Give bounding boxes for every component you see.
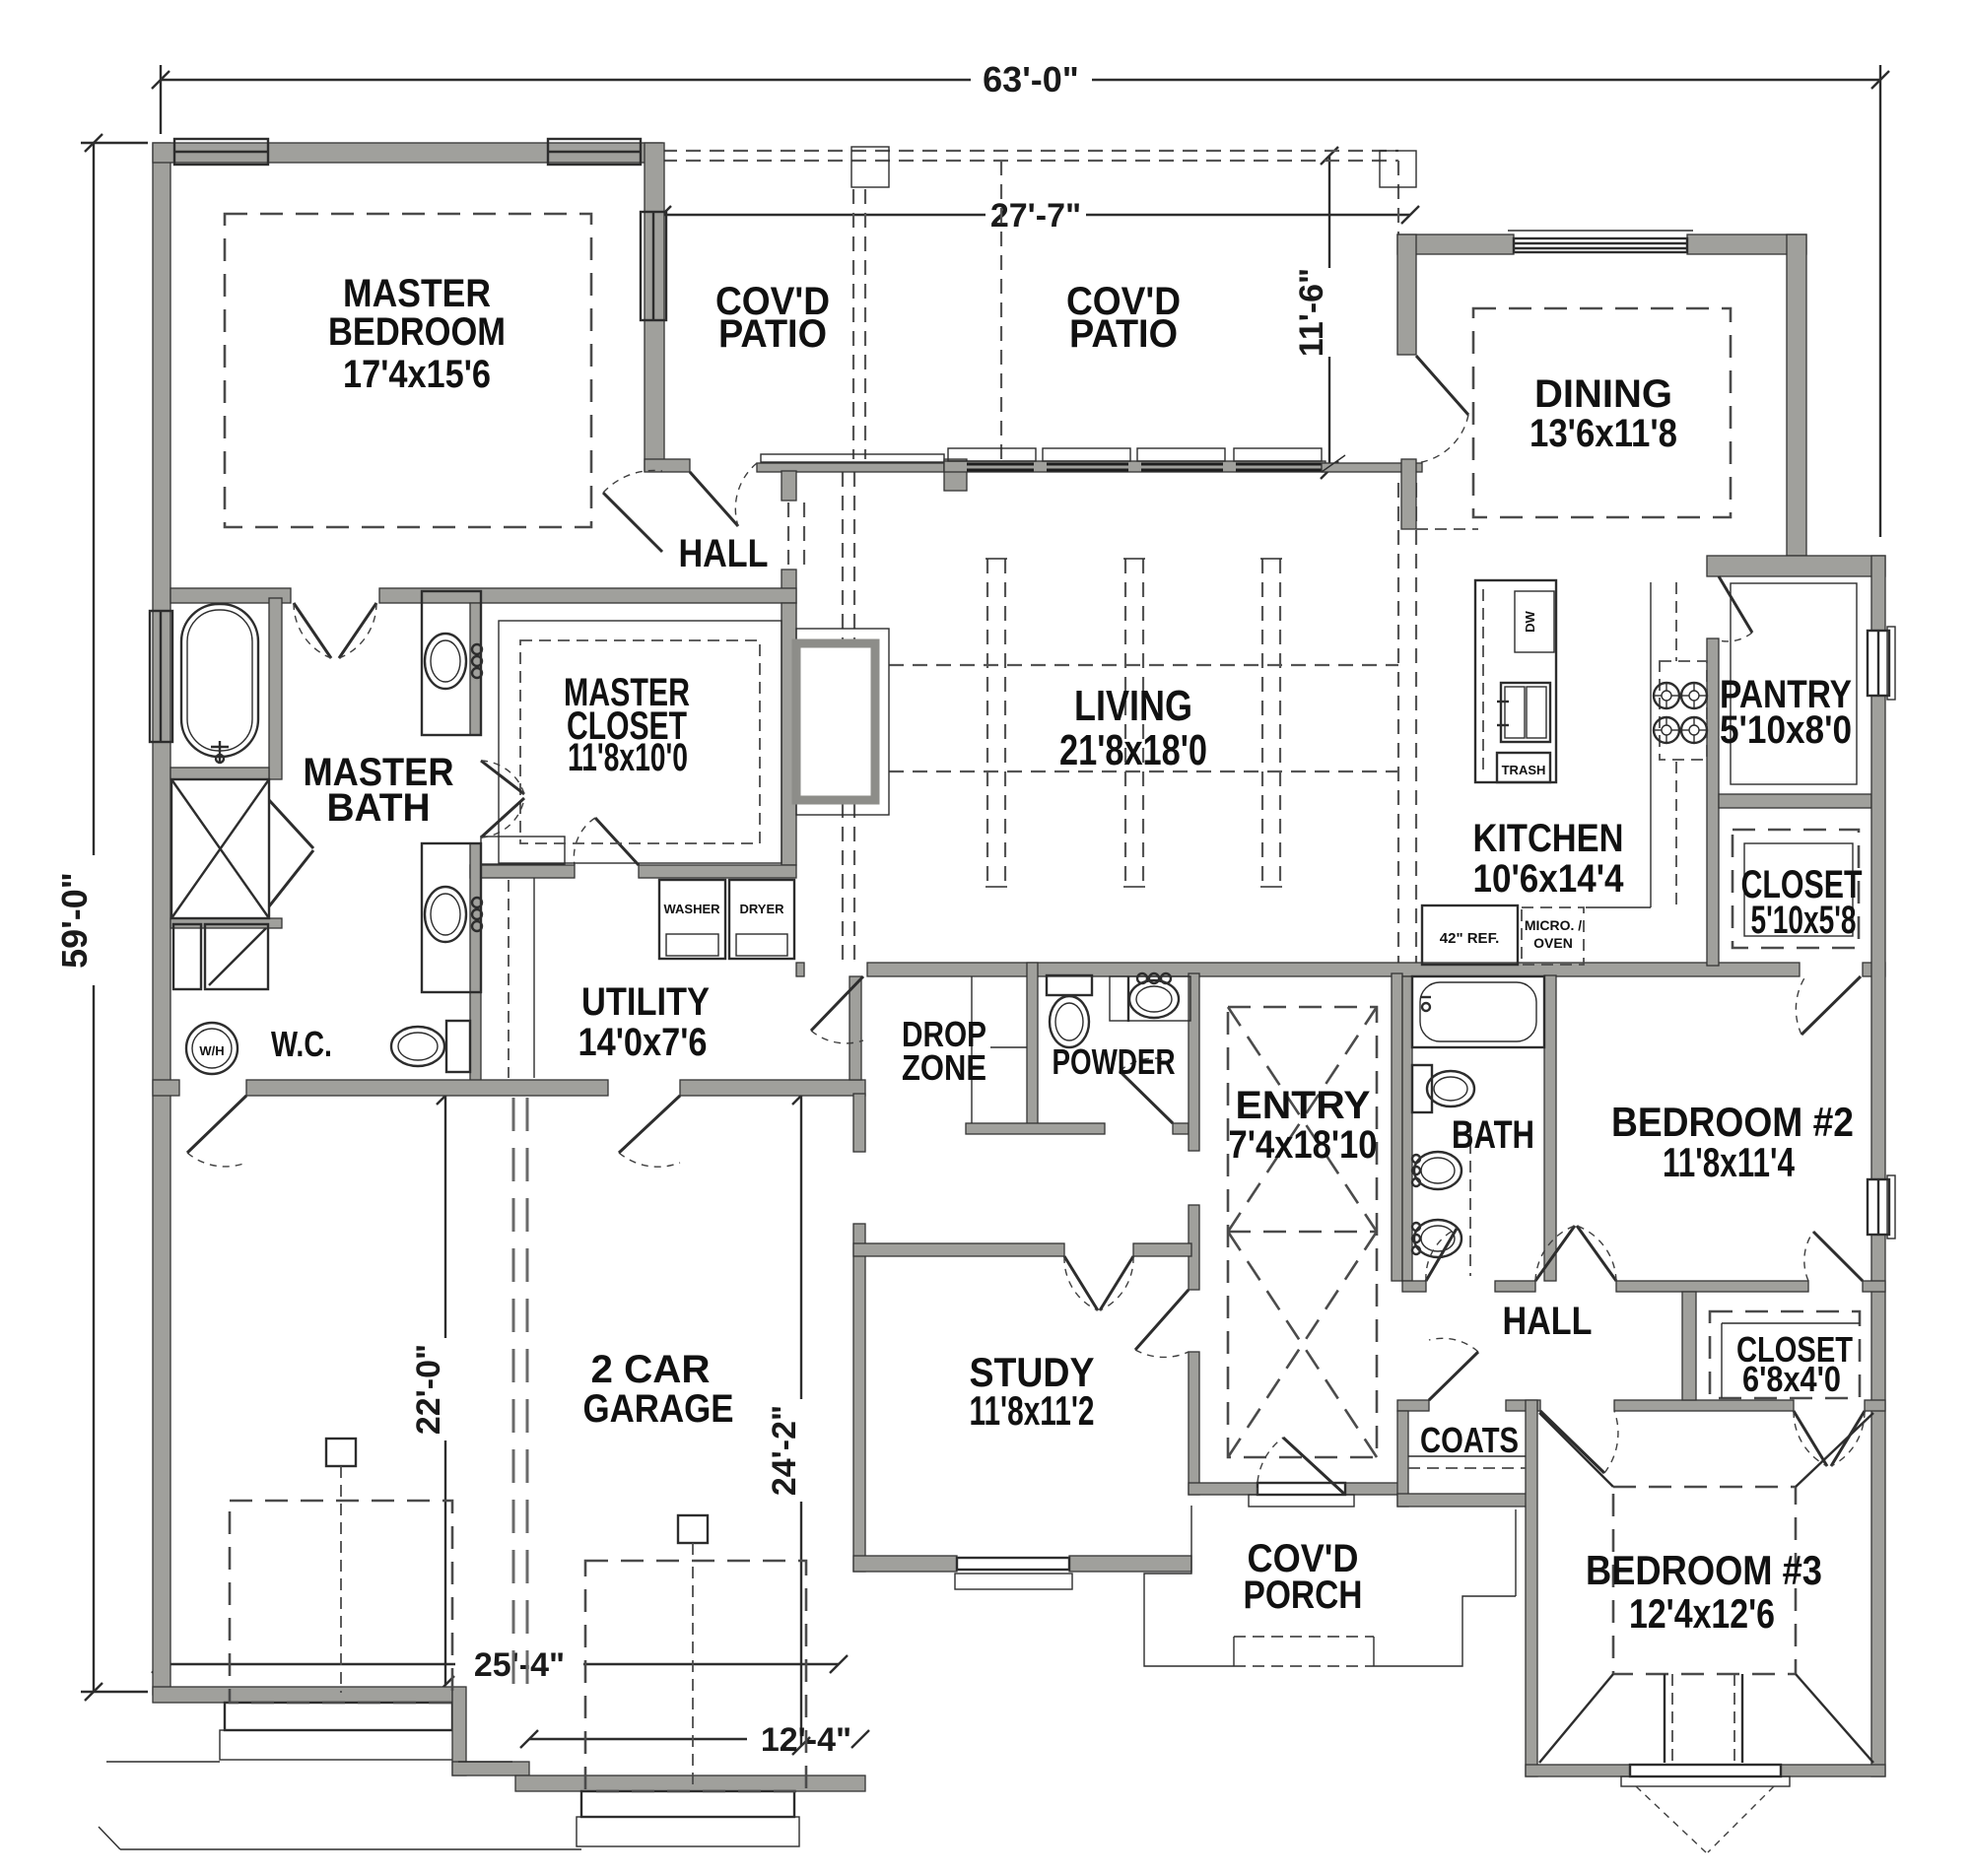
svg-text:PANTRY: PANTRY [1720,673,1852,716]
svg-text:CLOSET: CLOSET [1741,863,1863,906]
svg-text:TRASH: TRASH [1502,763,1546,777]
svg-text:DRYER: DRYER [739,902,784,916]
svg-text:10'6x14'4: 10'6x14'4 [1473,857,1625,901]
svg-text:25'-4": 25'-4" [474,1646,565,1684]
svg-text:11'8x10'0: 11'8x10'0 [568,736,688,779]
svg-text:MASTER: MASTER [304,751,454,794]
svg-text:14'0x7'6: 14'0x7'6 [578,1021,708,1064]
svg-text:MASTER: MASTER [564,671,690,714]
svg-text:STUDY: STUDY [970,1349,1095,1395]
svg-text:W/H: W/H [199,1043,224,1058]
svg-text:MICRO. /: MICRO. / [1525,917,1582,933]
svg-text:COATS: COATS [1420,1420,1519,1460]
svg-text:ZONE: ZONE [902,1047,986,1088]
svg-text:WASHER: WASHER [663,902,720,916]
svg-text:PATIO: PATIO [1069,312,1178,356]
svg-text:27'-7": 27'-7" [990,197,1081,234]
svg-text:POWDER: POWDER [1053,1041,1176,1082]
svg-text:7'4x18'10: 7'4x18'10 [1229,1123,1378,1167]
svg-text:DROP: DROP [902,1014,986,1054]
svg-text:11'8x11'2: 11'8x11'2 [970,1387,1095,1434]
svg-text:OVEN: OVEN [1533,935,1573,951]
svg-text:42" REF.: 42" REF. [1440,930,1499,947]
svg-text:COV'D: COV'D [1248,1537,1359,1580]
svg-text:HALL: HALL [1503,1300,1593,1343]
svg-text:11'8x11'4: 11'8x11'4 [1663,1139,1795,1185]
svg-text:UTILITY: UTILITY [581,980,710,1024]
svg-text:6'8x4'0: 6'8x4'0 [1742,1359,1841,1399]
svg-text:COV'D: COV'D [1066,280,1181,323]
svg-text:ENTRY: ENTRY [1236,1084,1371,1127]
svg-text:BATH: BATH [1452,1113,1534,1157]
svg-text:CLOSET: CLOSET [567,704,687,748]
svg-text:63'-0": 63'-0" [983,59,1079,100]
svg-text:BEDROOM #3: BEDROOM #3 [1586,1547,1822,1593]
svg-text:COV'D: COV'D [715,280,830,323]
svg-text:PORCH: PORCH [1244,1574,1363,1617]
svg-text:12'4x12'6: 12'4x12'6 [1629,1590,1775,1637]
svg-text:17'4x15'6: 17'4x15'6 [343,353,491,396]
svg-text:13'6x11'8: 13'6x11'8 [1529,412,1677,455]
svg-text:DW: DW [1523,610,1537,632]
svg-text:CLOSET: CLOSET [1736,1329,1853,1370]
svg-text:22'-0": 22'-0" [410,1344,447,1435]
svg-text:KITCHEN: KITCHEN [1473,817,1624,860]
svg-text:BEDROOM #2: BEDROOM #2 [1611,1099,1854,1145]
svg-text:59'-0": 59'-0" [54,872,95,969]
svg-text:HALL: HALL [679,532,769,575]
svg-text:21'8x18'0: 21'8x18'0 [1059,726,1207,774]
svg-text:BEDROOM: BEDROOM [328,310,506,354]
svg-text:2 CAR: 2 CAR [591,1348,711,1391]
svg-text:PATIO: PATIO [718,312,827,356]
svg-text:LIVING: LIVING [1074,682,1192,730]
svg-text:5'10x8'0: 5'10x8'0 [1720,708,1852,752]
svg-text:GARAGE: GARAGE [583,1387,734,1431]
svg-text:24'-2": 24'-2" [766,1405,803,1496]
svg-text:5'10x5'8: 5'10x5'8 [1751,899,1857,942]
svg-text:MASTER: MASTER [343,272,491,315]
svg-text:DINING: DINING [1534,372,1672,416]
svg-text:BATH: BATH [327,786,431,830]
svg-text:11'-6": 11'-6" [1293,268,1330,357]
svg-text:W.C.: W.C. [271,1024,332,1064]
